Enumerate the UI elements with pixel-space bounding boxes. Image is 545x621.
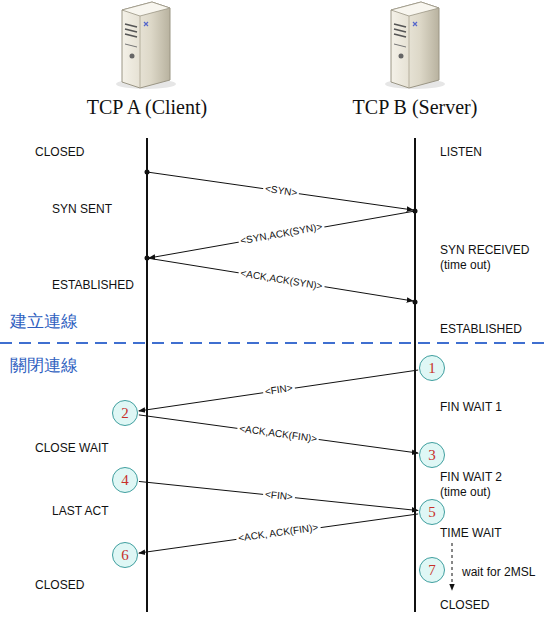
phase-divider bbox=[0, 342, 545, 344]
state-label: ESTABLISHED bbox=[52, 278, 134, 293]
message-label: <SYN,ACK(SYN)> bbox=[237, 220, 325, 247]
ack-arrow bbox=[147, 258, 413, 301]
callout-number: 6 bbox=[121, 547, 129, 564]
message-label: <ACK,ACK(SYN)> bbox=[237, 267, 325, 293]
state-label: LAST ACT bbox=[52, 504, 108, 519]
message-label: <ACK,ACK(FIN)> bbox=[237, 422, 320, 446]
event-dots bbox=[145, 170, 418, 305]
state-label: wait for 2MSL bbox=[462, 565, 535, 580]
state-label: CLOSE WAIT bbox=[35, 441, 109, 456]
state-label: CLOSED bbox=[35, 145, 84, 160]
host-label: TCP A (Client) bbox=[87, 95, 207, 120]
message-arrow bbox=[139, 514, 418, 553]
state-label: CLOSED bbox=[35, 578, 84, 593]
callout-number: 7 bbox=[428, 562, 436, 579]
message-arrow bbox=[139, 370, 418, 411]
state-label: TIME WAIT bbox=[440, 526, 502, 541]
phase-label: 關閉連線 bbox=[10, 355, 78, 376]
step-circle: 5 bbox=[419, 499, 445, 525]
state-label: SYN SENT bbox=[52, 202, 112, 217]
state-label: LISTEN bbox=[440, 145, 482, 160]
callout-number: 4 bbox=[121, 472, 129, 489]
message-arrow bbox=[139, 481, 418, 510]
step-circle: 6 bbox=[112, 542, 138, 568]
callout-number: 1 bbox=[428, 360, 436, 377]
phase-label: 建立連線 bbox=[10, 311, 78, 332]
message-arrow bbox=[139, 415, 418, 453]
step-circle: 7 bbox=[419, 557, 445, 583]
server-icon bbox=[385, 2, 445, 89]
callout-number: 3 bbox=[428, 447, 436, 464]
step-circle: 2 bbox=[112, 400, 138, 426]
step-circle: 3 bbox=[419, 442, 445, 468]
wait-arrow bbox=[452, 543, 453, 590]
message-label: <FIN> bbox=[262, 382, 295, 399]
callout-number: 2 bbox=[121, 405, 129, 422]
message-label: <ACK, ACK(FIN)> bbox=[236, 521, 321, 545]
state-label: ESTABLISHED bbox=[440, 322, 522, 337]
syn-ack-arrow bbox=[149, 211, 415, 258]
client-timeline bbox=[146, 138, 148, 612]
callout-number: 5 bbox=[428, 504, 436, 521]
message-label: <FIN> bbox=[262, 488, 295, 504]
state-label: SYN RECEIVED (time out) bbox=[440, 243, 540, 273]
state-label: CLOSED bbox=[440, 598, 489, 613]
step-circle: 1 bbox=[419, 355, 445, 381]
step-circle: 4 bbox=[112, 467, 138, 493]
server-icon bbox=[116, 2, 176, 89]
state-label: FIN WAIT 2 (time out) bbox=[440, 470, 525, 500]
host-label: TCP B (Server) bbox=[353, 95, 478, 120]
message-label: <SYN> bbox=[262, 182, 300, 200]
state-label: FIN WAIT 1 bbox=[440, 400, 502, 415]
syn-arrow bbox=[147, 172, 413, 210]
